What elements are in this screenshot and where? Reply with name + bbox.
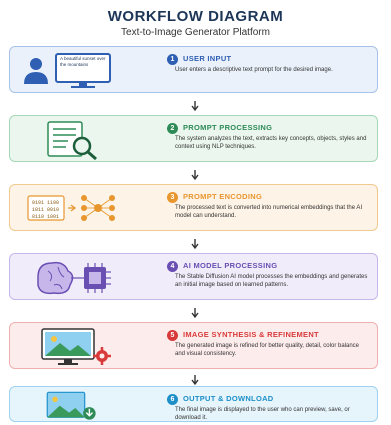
step-description: User enters a descriptive text prompt fo… [175, 67, 333, 73]
step-user-input: A beautiful sunset over the mountains 1 … [9, 46, 378, 93]
monitor-gear-icon [41, 328, 111, 365]
document-magnifier-icon [47, 121, 97, 160]
step-title: IMAGE SYNTHESIS & REFINEMENT [183, 330, 319, 339]
step-title: OUTPUT & DOWNLOAD [183, 394, 274, 403]
step-description: The system analyzes the text, extracts k… [175, 136, 367, 150]
arrow-down-icon [191, 375, 199, 386]
step-description: The generated image is refined for bette… [175, 343, 359, 357]
step-output-download: 6 OUTPUT & DOWNLOAD The final image is d… [9, 386, 378, 422]
step-title: AI MODEL PROCESSING [183, 261, 278, 270]
step-prompt-encoding: 0101 1100 1011 0010 0110 1001 3 PROMPT E… [9, 184, 378, 231]
arrow-down-icon [191, 308, 199, 319]
svg-text:0110 1001: 0110 1001 [32, 214, 59, 220]
step-number-badge: 1 [167, 54, 178, 65]
arrow-down-icon [191, 239, 199, 250]
step-description: The processed text is converted into num… [175, 205, 363, 219]
diagram-subtitle: Text-to-Image Generator Platform [121, 27, 270, 38]
step-number-badge: 3 [167, 192, 178, 203]
step-number-badge: 6 [167, 394, 178, 405]
step-title: USER INPUT [183, 54, 232, 63]
user-computer-icon [24, 53, 111, 88]
arrow-down-icon [191, 170, 199, 181]
step-image-synthesis: 5 IMAGE SYNTHESIS & REFINEMENT The gener… [9, 322, 378, 369]
svg-text:0101 1100: 0101 1100 [32, 200, 59, 206]
step-title: PROMPT ENCODING [183, 192, 263, 201]
svg-text:1011 0010: 1011 0010 [32, 207, 59, 213]
step-number-badge: 4 [167, 261, 178, 272]
encoding-network-icon: 0101 1100 1011 0010 0110 1001 [27, 195, 115, 221]
step-title: PROMPT PROCESSING [183, 123, 273, 132]
step-description: The final image is displayed to the user… [175, 407, 350, 421]
step-description: The Stable Diffusion AI model processes … [175, 274, 368, 288]
step-number-badge: 5 [167, 330, 178, 341]
image-download-icon [46, 391, 96, 420]
step-ai-model-processing: 4 AI MODEL PROCESSING The Stable Diffusi… [9, 253, 378, 300]
step-number-badge: 2 [167, 123, 178, 134]
step-prompt-processing: 2 PROMPT PROCESSING The system analyzes … [9, 115, 378, 162]
prompt-bubble: A beautiful sunset over the mountains [60, 56, 106, 67]
diagram-title: WORKFLOW DIAGRAM [107, 8, 284, 25]
arrow-down-icon [191, 101, 199, 112]
ai-brain-chip-icon [37, 261, 111, 295]
